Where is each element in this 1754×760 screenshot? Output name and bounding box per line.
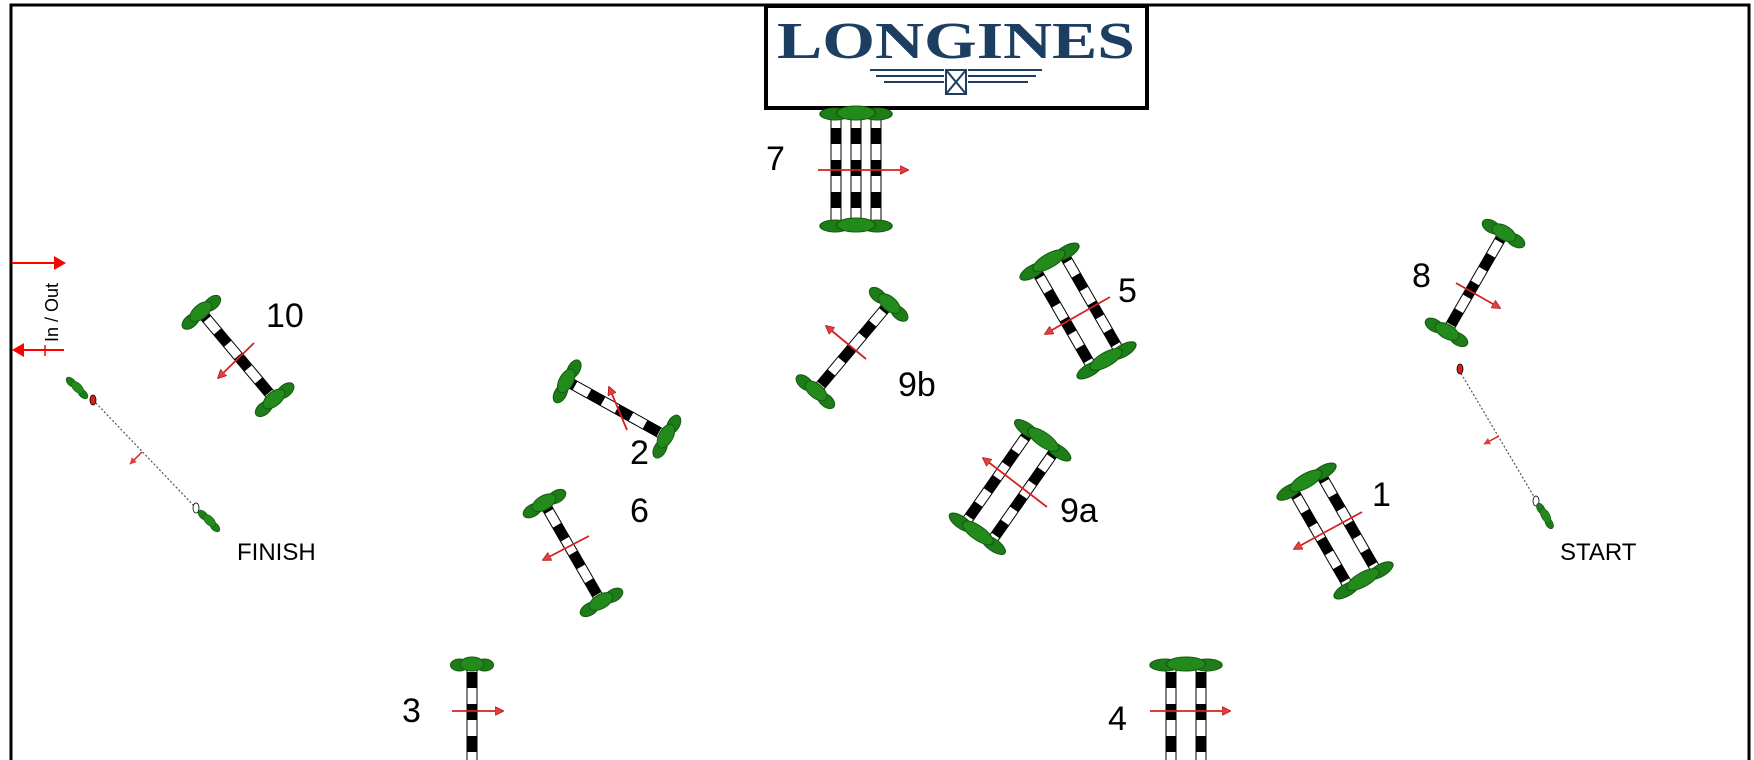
fence-label-2: 2 — [630, 434, 649, 472]
fence-label-1: 1 — [1372, 476, 1391, 514]
fence-10: 10 — [177, 290, 304, 421]
finish-line: FINISH — [63, 374, 316, 566]
fence-label-4: 4 — [1108, 700, 1127, 738]
start-label: START — [1560, 539, 1637, 566]
fence-label-9a: 9a — [1060, 492, 1098, 530]
logo-text: LONGINES — [777, 13, 1135, 70]
longines-logo: LONGINES — [764, 4, 1149, 110]
fence-label-5: 5 — [1118, 272, 1137, 310]
finish-label: FINISH — [237, 539, 316, 566]
fence-7: 7 — [766, 105, 908, 233]
fence-6: 6 — [519, 484, 649, 621]
fence-label-10: 10 — [266, 297, 304, 335]
fence-1: 1 — [1272, 457, 1397, 604]
fence-label-9b: 9b — [898, 366, 936, 404]
fence-label-6: 6 — [630, 492, 649, 530]
fence-label-7: 7 — [766, 140, 785, 178]
in-out-gate: In / Out — [12, 256, 66, 357]
fence-2: 2 — [548, 355, 685, 472]
fence-8: 8 — [1412, 214, 1529, 351]
fence-label-3: 3 — [402, 692, 421, 730]
fence-5: 5 — [1015, 237, 1140, 384]
fence-label-8: 8 — [1412, 257, 1431, 295]
fence-9b: 9b — [792, 282, 936, 413]
gate-label: In / Out — [42, 283, 62, 342]
fence-3: 3 — [402, 656, 503, 760]
winged-hourglass-icon — [870, 69, 1042, 95]
fence-9a: 9a — [945, 413, 1098, 559]
fence-4: 4 — [1108, 656, 1230, 760]
start-line: START — [1456, 363, 1637, 566]
